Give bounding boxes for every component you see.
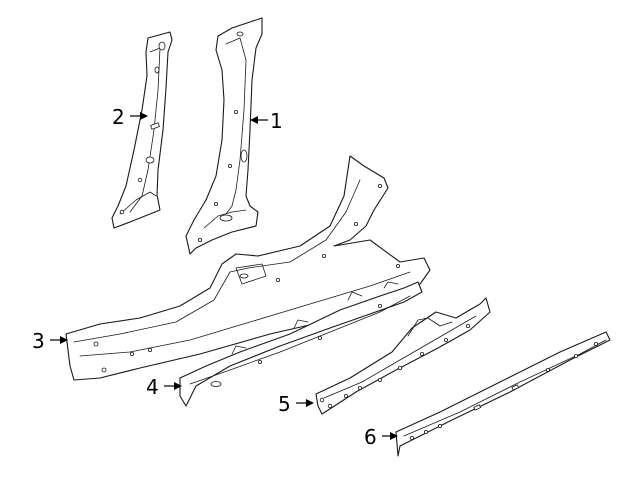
part-5-rocker-inner[interactable] bbox=[315, 297, 491, 415]
part-2-b-pillar-inner[interactable] bbox=[111, 31, 173, 229]
callout-2-label: 2 bbox=[112, 105, 125, 129]
part-4-rocker-reinforcement[interactable] bbox=[179, 281, 423, 407]
part-6-inner-rail[interactable] bbox=[395, 331, 611, 457]
callout-6-label: 6 bbox=[364, 425, 377, 449]
callout-1-leader bbox=[250, 116, 268, 124]
callout-4-leader bbox=[164, 382, 182, 390]
callout-2-leader bbox=[130, 112, 148, 120]
part-3-rocker-panel-outer[interactable] bbox=[65, 155, 431, 381]
part-1-b-pillar-outer[interactable] bbox=[185, 17, 263, 255]
callout-3-label: 3 bbox=[32, 329, 45, 353]
callout-5-leader bbox=[296, 399, 314, 407]
callout-3-leader bbox=[50, 336, 68, 344]
callout-5-label: 5 bbox=[278, 392, 291, 416]
callout-4-label: 4 bbox=[146, 375, 159, 399]
callout-6-leader bbox=[382, 432, 398, 440]
callout-1-label: 1 bbox=[270, 109, 283, 133]
